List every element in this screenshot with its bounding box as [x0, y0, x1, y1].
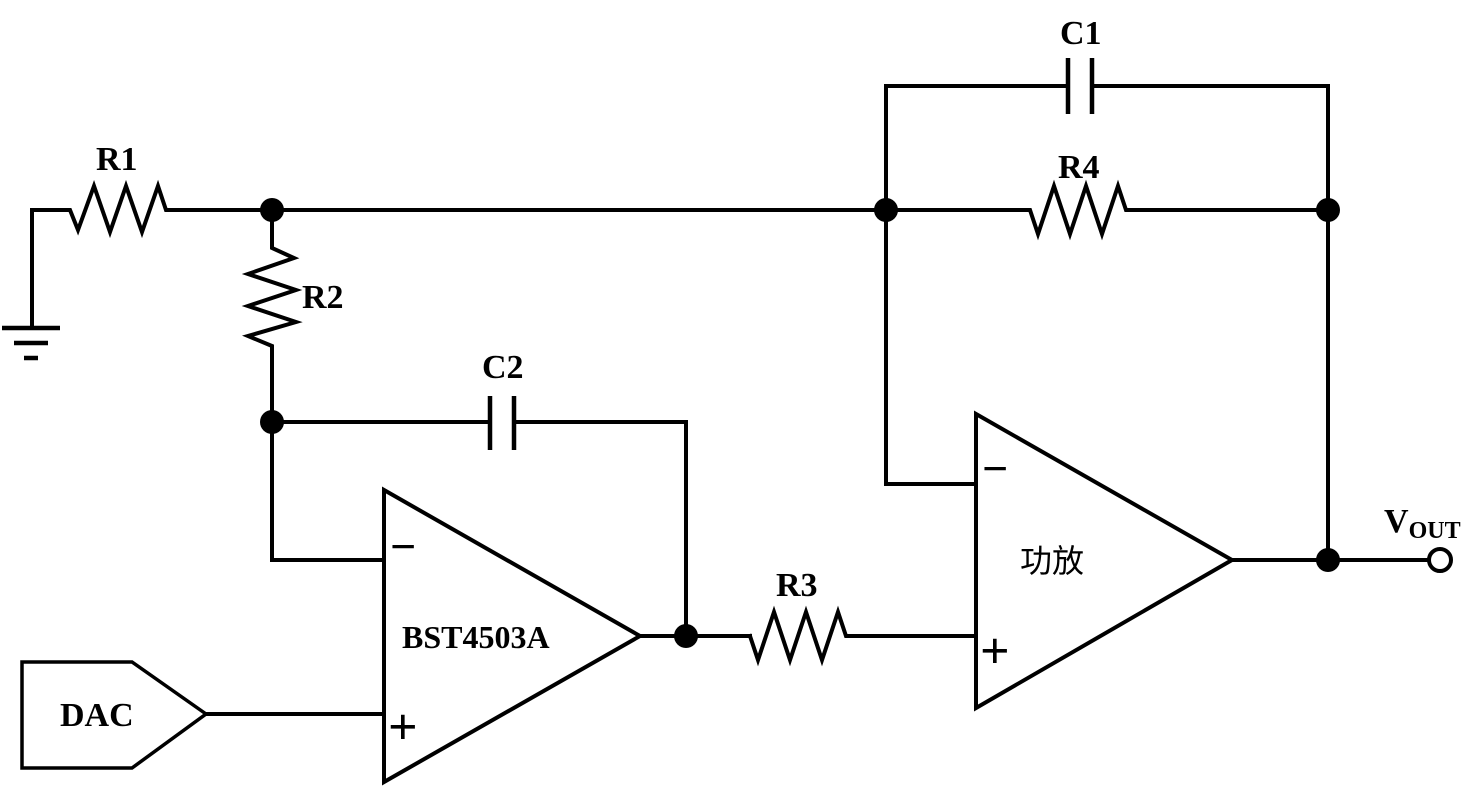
output-terminal	[1427, 547, 1453, 573]
resistor-r2	[241, 208, 303, 424]
dac-block	[20, 660, 386, 770]
opamp-bst4503a	[382, 486, 645, 786]
opamp1-minus-sign: −	[390, 521, 416, 572]
label-r2: R2	[302, 279, 344, 316]
opamp1-plus-sign: +	[388, 699, 418, 756]
label-r1: R1	[96, 141, 138, 178]
label-r4: R4	[1058, 149, 1100, 186]
resistor-r3	[747, 605, 978, 667]
capacitor-c2	[270, 396, 688, 638]
junction-r4-right	[1316, 198, 1340, 222]
opamp-power-amplifier	[974, 410, 1237, 712]
label-vout-sub: OUT	[1409, 518, 1461, 544]
label-vout-main: V	[1384, 503, 1409, 540]
label-dac: DAC	[60, 697, 134, 734]
label-opamp2: 功放	[1020, 542, 1084, 580]
label-r3: R3	[776, 567, 818, 604]
label-c1: C1	[1060, 15, 1102, 52]
label-opamp1: BST4503A	[402, 619, 550, 655]
junction-r2-c2	[260, 410, 284, 434]
junction-output	[1316, 548, 1340, 572]
resistor-r4	[884, 179, 1330, 241]
resistor-r1	[30, 179, 274, 239]
wire-opamp1-inv	[270, 420, 386, 562]
junction-r1-r2	[260, 198, 284, 222]
opamp2-plus-sign: +	[980, 623, 1010, 680]
junction-opamp1-out	[674, 624, 698, 648]
opamp2-minus-sign: −	[982, 443, 1008, 494]
wire-opamp2-inv	[884, 84, 978, 486]
capacitor-c1	[884, 58, 1330, 562]
label-vout: VOUT	[1384, 503, 1461, 544]
label-c2: C2	[482, 349, 524, 386]
junction-r4-left	[874, 198, 898, 222]
ground-symbol	[2, 208, 60, 361]
